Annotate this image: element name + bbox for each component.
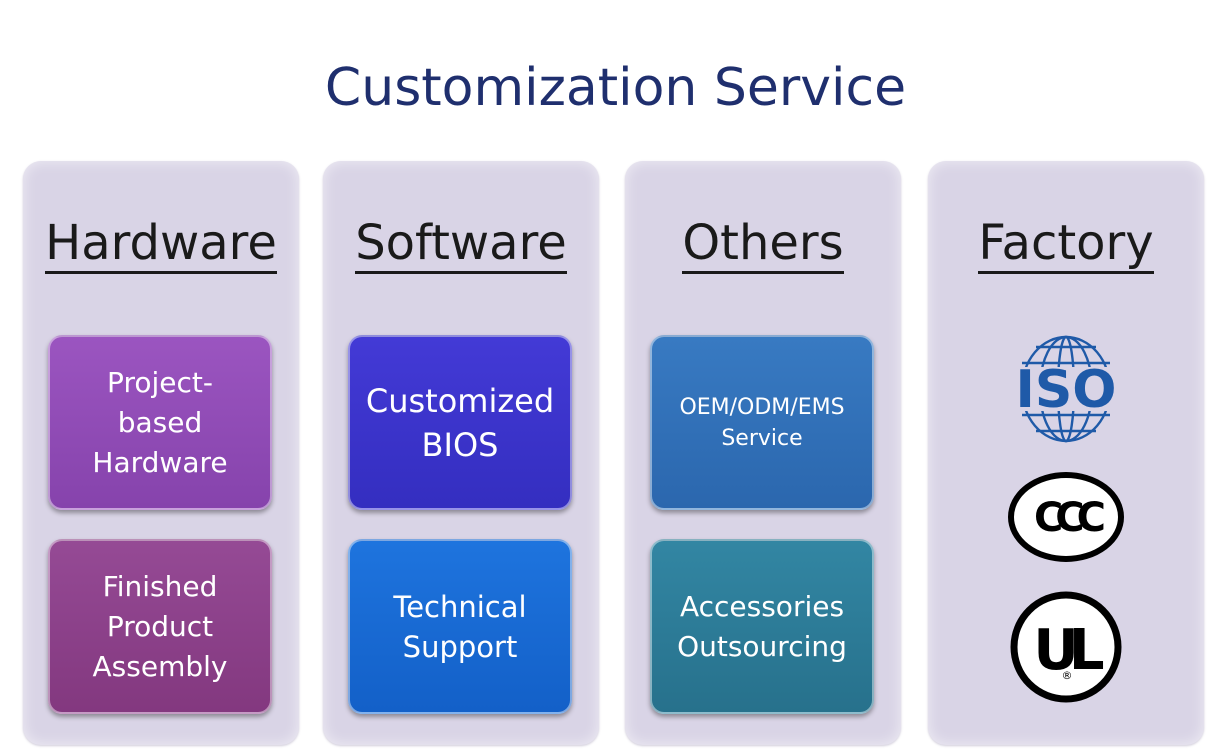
heading-software: Software — [355, 215, 567, 274]
card-accessories-outsourcing: Accessories Outsourcing — [650, 539, 874, 714]
iso-text: ISO — [1015, 360, 1116, 420]
card-project-based-hardware: Project-based Hardware — [48, 335, 272, 510]
heading-hardware: Hardware — [45, 215, 277, 274]
card-finished-product-assembly: Finished Product Assembly — [48, 539, 272, 714]
column-heading: Hardware — [23, 211, 299, 275]
card-label: Technical Support — [393, 589, 527, 664]
ccc-text: CCC — [1034, 495, 1104, 541]
ul-logo: UL ® — [928, 591, 1204, 703]
svg-text:®: ® — [1062, 669, 1073, 682]
heading-others: Others — [682, 215, 844, 274]
card-label: Accessories Outsourcing — [677, 589, 847, 663]
column-heading: Factory — [928, 211, 1204, 275]
ccc-logo: CCC — [928, 471, 1204, 563]
iso-icon: ISO — [1002, 335, 1130, 443]
column-factory: Factory ISO CCC UL ® — [928, 161, 1204, 745]
iso-logo: ISO — [928, 333, 1204, 445]
card-oem-odm-ems-service: OEM/ODM/EMS Service — [650, 335, 874, 510]
heading-factory: Factory — [978, 215, 1154, 274]
card-label: Finished Product Assembly — [92, 569, 228, 683]
card-customized-bios: Customized BIOS — [348, 335, 572, 510]
column-hardware: Hardware Project-based Hardware Finished… — [23, 161, 299, 745]
page-title: Customization Service — [324, 58, 907, 118]
ul-icon: UL ® — [1010, 591, 1122, 703]
card-label: Customized BIOS — [365, 381, 555, 464]
column-software: Software Customized BIOS Technical Suppo… — [323, 161, 599, 745]
column-heading: Others — [625, 211, 901, 275]
column-heading: Software — [323, 211, 599, 275]
card-technical-support: Technical Support — [348, 539, 572, 714]
card-label: Project-based Hardware — [92, 365, 228, 479]
card-label: OEM/ODM/EMS Service — [679, 394, 845, 451]
column-others: Others OEM/ODM/EMS Service Accessories O… — [625, 161, 901, 745]
ccc-icon: CCC — [1008, 472, 1124, 562]
